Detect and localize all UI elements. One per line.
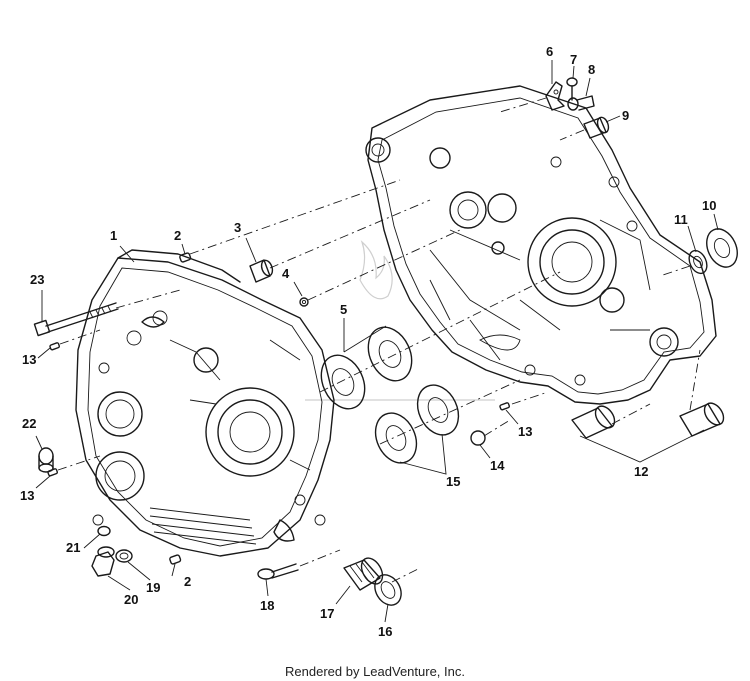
label-11: 11 (674, 212, 688, 227)
left-crankcase-half (75, 249, 335, 557)
part-20-drain-plug (91, 546, 115, 577)
part-10-bearing (706, 228, 738, 268)
part-21-o-ring (97, 525, 111, 537)
assembly-center-lines (57, 97, 701, 583)
part-12-sleeve-b (679, 402, 725, 437)
label-13-left-bottom: 13 (20, 488, 34, 503)
label-17: 17 (320, 606, 334, 621)
part-2-dowel-pin-bottom (169, 554, 182, 565)
right-crankcase-half (365, 85, 717, 405)
part-8-bolt (567, 95, 595, 111)
part-15-bearing-a (374, 412, 418, 464)
part-5-bearing-b (367, 326, 413, 382)
label-13-left-top: 13 (22, 352, 36, 367)
part-4-pin (299, 297, 309, 307)
leader-lines (35, 60, 719, 623)
part-16-seal (374, 574, 402, 606)
part-7-screw (566, 77, 578, 101)
label-20: 20 (124, 592, 138, 607)
label-15: 15 (446, 474, 460, 489)
part-17-needle-bearing (343, 557, 384, 591)
label-13-right: 13 (518, 424, 532, 439)
part-15-bearing-b (416, 384, 460, 436)
part-19-washer (115, 549, 133, 563)
watermark-logo (305, 240, 495, 401)
part-12-sleeve-a (571, 405, 616, 439)
label-18: 18 (260, 598, 274, 613)
part-9-bushing (583, 116, 610, 139)
label-8: 8 (588, 62, 595, 77)
part-18-bolt (257, 563, 299, 580)
label-22: 22 (22, 416, 36, 431)
label-23: 23 (30, 272, 44, 287)
label-5: 5 (340, 302, 347, 317)
part-13-dowel-left-top (49, 342, 61, 351)
label-7: 7 (570, 52, 577, 67)
label-4: 4 (282, 266, 290, 281)
label-19: 19 (146, 580, 160, 595)
part-5-bearing-a (320, 354, 366, 410)
label-14: 14 (490, 458, 505, 473)
label-21: 21 (66, 540, 80, 555)
part-labels: 1 2 3 4 5 6 7 8 9 10 11 12 13 13 13 14 1… (20, 44, 716, 639)
label-12: 12 (634, 464, 648, 479)
part-13-dowel-right (499, 402, 511, 411)
footer-credit: Rendered by LeadVenture, Inc. (285, 664, 465, 679)
label-10: 10 (702, 198, 716, 213)
label-9: 9 (622, 108, 629, 123)
part-22-plug (38, 447, 54, 473)
part-11-seal (688, 249, 708, 275)
label-6: 6 (546, 44, 553, 59)
label-2-top: 2 (174, 228, 181, 243)
label-2-bottom: 2 (184, 574, 191, 589)
label-1: 1 (110, 228, 117, 243)
part-14-ball (470, 430, 486, 446)
label-16: 16 (378, 624, 392, 639)
part-23-long-bolt (33, 302, 119, 337)
part-6-bracket (545, 81, 565, 111)
part-2-dowel-pin-top (179, 252, 192, 263)
part-3-bushing (249, 259, 274, 283)
label-3: 3 (234, 220, 241, 235)
